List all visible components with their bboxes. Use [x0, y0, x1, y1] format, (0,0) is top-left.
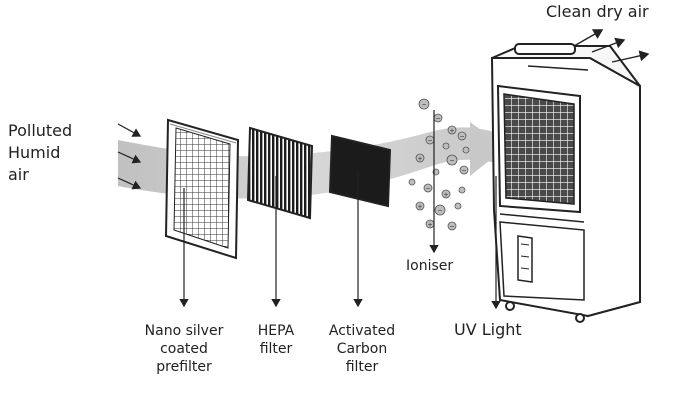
intake-label-line-3: air [8, 165, 29, 184]
intake-label: Polluted Humid air [8, 120, 72, 186]
ion-symbol: + [427, 222, 432, 229]
ion-particle [441, 189, 451, 199]
outlet-arrows [573, 29, 650, 63]
ion-particle [458, 186, 466, 194]
prefilter-label-line-3: prefilter [156, 359, 212, 375]
uv-light-label: UV Light [454, 320, 522, 339]
intake-label-line-2: Humid [8, 143, 61, 162]
intake-arrows [117, 123, 142, 190]
ion-particle [415, 153, 425, 163]
prefilter-label: Nano silver coated prefilter [145, 322, 224, 376]
hepa-filter-panel [246, 126, 314, 220]
prefilter-panel [164, 118, 240, 260]
ion-symbol: + [417, 156, 422, 163]
ion-particle [457, 131, 467, 141]
ion-cluster: −−+−−+−−−++−+− [408, 98, 470, 231]
ion-particle [462, 146, 470, 154]
ion-particle [454, 202, 462, 210]
ion-symbol: + [449, 128, 454, 135]
hepa-label-line-1: HEPA [257, 323, 295, 339]
ion-symbol: − [461, 168, 466, 175]
prefilter-label-line-1: Nano silver [144, 323, 224, 339]
outlet-label: Clean dry air [546, 2, 649, 21]
carbon-filter-panel [328, 134, 392, 208]
ion-particle [447, 221, 457, 231]
prefilter-label-line-2: coated [160, 341, 208, 357]
ion-symbol: + [417, 204, 422, 211]
ion-particle [447, 125, 457, 135]
ion-symbol: − [427, 138, 432, 145]
hepa-label: HEPA filter [258, 322, 295, 358]
ion-symbol: − [425, 186, 430, 193]
ion-symbol: − [437, 208, 442, 215]
air-flow-head [470, 122, 505, 176]
ion-particle [446, 154, 458, 166]
ion-particle [423, 183, 433, 193]
hepa-label-line-2: filter [259, 341, 293, 357]
intake-label-line-1: Polluted [8, 121, 73, 140]
ion-particle [415, 201, 425, 211]
carbon-label-line-2: Carbon [336, 341, 388, 357]
ioniser-label: Ioniser [406, 258, 454, 274]
ion-symbol: − [421, 102, 426, 109]
ion-particle [418, 98, 430, 110]
ion-particle [442, 142, 450, 150]
ion-particle [408, 178, 416, 186]
ion-symbol: + [443, 192, 448, 199]
ion-symbol: − [449, 158, 454, 165]
label-pointers [179, 110, 501, 310]
ion-symbol: − [435, 116, 440, 123]
carbon-label-line-3: filter [345, 359, 379, 375]
ion-symbol: − [449, 224, 454, 231]
carbon-label-line-1: Activated [328, 323, 396, 339]
ion-symbol: − [459, 134, 464, 141]
ion-particle [459, 165, 469, 175]
carbon-label: Activated Carbon filter [329, 322, 395, 376]
ion-particle [434, 204, 446, 216]
dehumidifier-unit [490, 43, 641, 323]
